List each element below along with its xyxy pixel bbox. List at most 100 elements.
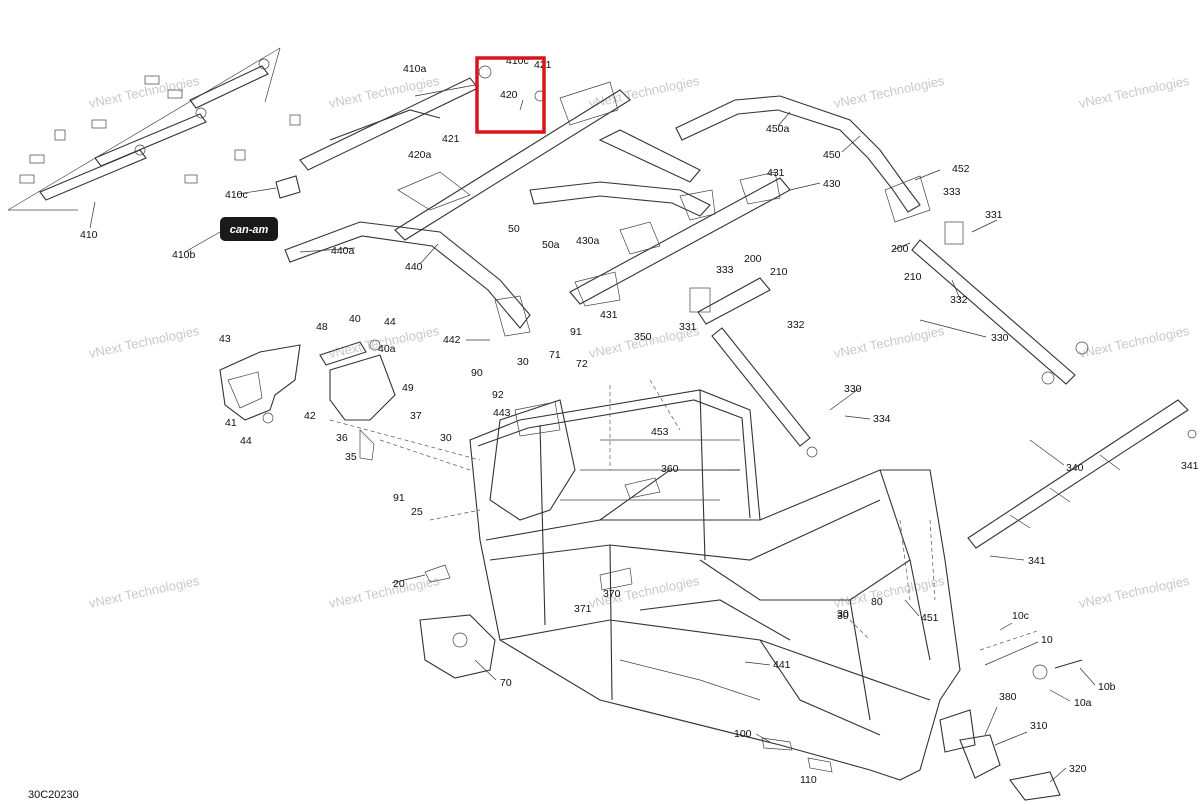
watermark-text: vNext Technologies bbox=[328, 323, 442, 361]
callout-350: 350 bbox=[634, 331, 652, 343]
callout-430: 430 bbox=[823, 178, 841, 190]
callout-leader-line bbox=[419, 243, 439, 265]
callout-leader-line bbox=[914, 169, 941, 181]
callout-leader-line bbox=[1029, 439, 1065, 466]
callout-72: 72 bbox=[576, 358, 588, 370]
callout-50: 50 bbox=[508, 223, 520, 235]
callout-leader-line bbox=[474, 659, 497, 681]
watermark-text: vNext Technologies bbox=[1078, 323, 1192, 361]
watermark-text: vNext Technologies bbox=[88, 573, 202, 611]
callout-453: 453 bbox=[651, 426, 669, 438]
callout-360: 360 bbox=[661, 463, 679, 475]
watermark-text: vNext Technologies bbox=[88, 323, 202, 361]
callout-420a: 420a bbox=[408, 149, 432, 161]
callout-37: 37 bbox=[410, 410, 422, 422]
callout-leader-line bbox=[755, 733, 771, 743]
callout-leader-line bbox=[829, 387, 861, 411]
callout-leader-line bbox=[904, 599, 920, 617]
callout-441: 441 bbox=[773, 659, 791, 671]
callout-333: 333 bbox=[943, 186, 961, 198]
callout-10: 10 bbox=[1041, 634, 1053, 646]
callout-44: 44 bbox=[240, 435, 252, 447]
callout-leader-line bbox=[789, 182, 821, 191]
callout-443: 443 bbox=[493, 407, 511, 419]
callout-leader-line bbox=[89, 201, 96, 229]
callout-leader-line bbox=[237, 187, 277, 195]
callout-452: 452 bbox=[952, 163, 970, 175]
callout-370: 370 bbox=[603, 588, 621, 600]
callout-35: 35 bbox=[345, 451, 357, 463]
callout-43: 43 bbox=[219, 333, 231, 345]
callout-341: 341 bbox=[1028, 555, 1046, 567]
callout-leader-line bbox=[951, 279, 961, 300]
callout-450: 450 bbox=[823, 149, 841, 161]
callout-10c: 10c bbox=[1012, 610, 1029, 622]
callout-410: 410 bbox=[80, 229, 98, 241]
callout-331: 331 bbox=[679, 321, 697, 333]
assembly-lines bbox=[329, 379, 1041, 651]
callout-leader-line bbox=[841, 135, 861, 153]
callout-leader-line bbox=[414, 84, 476, 97]
callout-30: 30 bbox=[440, 432, 452, 444]
callout-44: 44 bbox=[384, 316, 396, 328]
watermark-text: vNext Technologies bbox=[833, 73, 947, 111]
callout-320: 320 bbox=[1069, 763, 1087, 775]
tube-340 bbox=[967, 399, 1197, 549]
watermark-text: vNext Technologies bbox=[1078, 73, 1192, 111]
callout-440: 440 bbox=[405, 261, 423, 273]
callout-450a: 450a bbox=[766, 123, 790, 135]
callout-10a: 10a bbox=[1074, 697, 1092, 709]
callout-451: 451 bbox=[921, 612, 939, 624]
rear-bar-440 bbox=[284, 221, 531, 337]
callout-91: 91 bbox=[393, 492, 405, 504]
callout-leader-line bbox=[744, 661, 771, 666]
bracket-assembly-41 bbox=[219, 339, 396, 461]
callout-leader-line bbox=[844, 415, 871, 420]
callout-leader-line bbox=[1049, 767, 1067, 783]
callout-leader-line bbox=[994, 731, 1028, 746]
callout-421: 421 bbox=[442, 133, 460, 145]
callout-30: 30 bbox=[837, 608, 849, 620]
watermark-text: vNext Technologies bbox=[833, 573, 947, 611]
callout-110: 110 bbox=[800, 774, 817, 786]
callout-leader-line bbox=[984, 641, 1039, 666]
callout-48: 48 bbox=[316, 321, 328, 333]
callout-leader-line bbox=[989, 555, 1025, 561]
main-frame bbox=[419, 389, 1083, 801]
callout-20: 20 bbox=[393, 578, 405, 590]
callout-440a: 440a bbox=[331, 245, 355, 257]
callout-90: 90 bbox=[471, 367, 483, 379]
callout-41: 41 bbox=[225, 417, 237, 429]
callout-310: 310 bbox=[1030, 720, 1048, 732]
callout-200: 200 bbox=[744, 253, 762, 265]
callout-leader-line bbox=[777, 111, 791, 127]
callout-leader-line bbox=[1049, 689, 1071, 702]
callout-333: 333 bbox=[716, 264, 734, 276]
callout-30: 30 bbox=[837, 610, 849, 622]
callout-341: 341 bbox=[1181, 460, 1199, 472]
accessory-panel: can-am bbox=[7, 47, 301, 241]
callout-30: 30 bbox=[517, 356, 529, 368]
callout-431: 431 bbox=[767, 167, 785, 179]
callout-49: 49 bbox=[402, 382, 414, 394]
callout-420: 420 bbox=[500, 89, 518, 101]
callout-371: 371 bbox=[574, 603, 592, 615]
tube-330 bbox=[911, 221, 1089, 385]
callout-332: 332 bbox=[787, 319, 805, 331]
callout-70: 70 bbox=[500, 677, 512, 689]
callout-330: 330 bbox=[991, 332, 1009, 344]
callout-410a: 410a bbox=[403, 63, 427, 75]
callout-50a: 50a bbox=[542, 239, 560, 251]
callout-92: 92 bbox=[492, 389, 504, 401]
callout-331: 331 bbox=[985, 209, 1003, 221]
callout-42: 42 bbox=[304, 410, 316, 422]
callout-210: 210 bbox=[904, 271, 922, 283]
highlight-box-420 bbox=[475, 56, 546, 134]
callout-leader-line bbox=[999, 622, 1013, 631]
callout-leader-line bbox=[299, 247, 356, 253]
callout-leader-line bbox=[184, 231, 221, 253]
callout-210: 210 bbox=[770, 266, 788, 278]
watermark-text: vNext Technologies bbox=[588, 73, 702, 111]
